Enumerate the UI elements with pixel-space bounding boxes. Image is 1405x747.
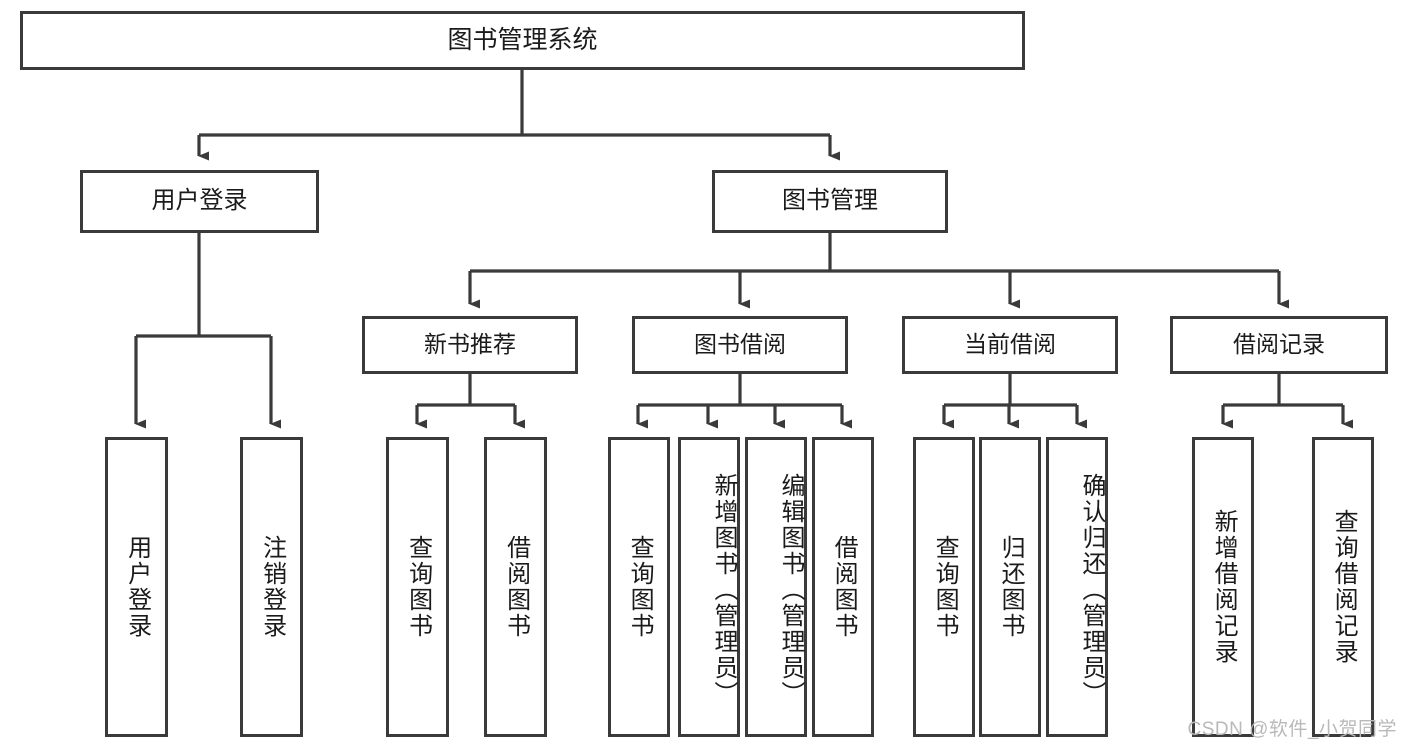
node-leaf-query-book-recommend[interactable]: 查询图书: [386, 437, 449, 737]
node-user-login[interactable]: 用户登录: [80, 170, 319, 233]
node-new-book-recommend[interactable]: 新书推荐: [362, 316, 578, 374]
node-leaf-add-book[interactable]: 新增图书（管理员）: [678, 437, 740, 737]
node-root-system[interactable]: 图书管理系统: [20, 11, 1025, 70]
node-label: 新增图书（管理员）: [710, 473, 737, 707]
node-book-borrow[interactable]: 图书借阅: [632, 316, 848, 374]
node-borrow-record[interactable]: 借阅记录: [1170, 316, 1388, 374]
node-leaf-user-login[interactable]: 用户登录: [105, 437, 168, 737]
node-label: 归还图书: [997, 535, 1025, 639]
node-leaf-add-borrow-record[interactable]: 新增借阅记录: [1192, 437, 1254, 737]
node-label: 查询图书: [626, 535, 654, 639]
node-label: 编辑图书（管理员）: [777, 473, 804, 707]
node-label: 查询借阅记录: [1330, 509, 1358, 665]
node-label: 新增借阅记录: [1210, 509, 1238, 665]
node-current-borrow[interactable]: 当前借阅: [902, 316, 1118, 374]
node-label: 查询图书: [404, 535, 432, 639]
node-book-management[interactable]: 图书管理: [712, 170, 948, 233]
node-leaf-query-book-current[interactable]: 查询图书: [913, 437, 975, 737]
node-label: 当前借阅: [964, 331, 1056, 358]
node-leaf-return-book[interactable]: 归还图书: [979, 437, 1041, 737]
node-label: 借阅记录: [1233, 331, 1325, 358]
node-leaf-user-logout[interactable]: 注销登录: [240, 437, 303, 737]
node-label: 确认归还（管理员）: [1078, 473, 1105, 707]
node-leaf-borrow-book[interactable]: 借阅图书: [812, 437, 874, 737]
node-label: 新书推荐: [424, 331, 516, 358]
node-label: 用户登录: [123, 535, 151, 639]
node-leaf-query-borrow-record[interactable]: 查询借阅记录: [1312, 437, 1374, 737]
node-leaf-query-book-borrow[interactable]: 查询图书: [608, 437, 670, 737]
node-label: 借阅图书: [830, 535, 858, 639]
node-label: 查询图书: [931, 535, 959, 639]
node-label: 图书借阅: [694, 331, 786, 358]
node-label: 注销登录: [258, 535, 286, 639]
node-label: 借阅图书: [502, 535, 530, 639]
watermark-text: CSDN @软件_小贺同学: [1187, 719, 1397, 740]
node-label: 图书管理系统: [447, 25, 598, 54]
node-label: 图书管理: [782, 187, 878, 215]
node-label: 用户登录: [151, 187, 248, 215]
node-leaf-confirm-return[interactable]: 确认归还（管理员）: [1046, 437, 1108, 737]
node-leaf-borrow-book-recommend[interactable]: 借阅图书: [484, 437, 547, 737]
node-leaf-edit-book[interactable]: 编辑图书（管理员）: [745, 437, 807, 737]
